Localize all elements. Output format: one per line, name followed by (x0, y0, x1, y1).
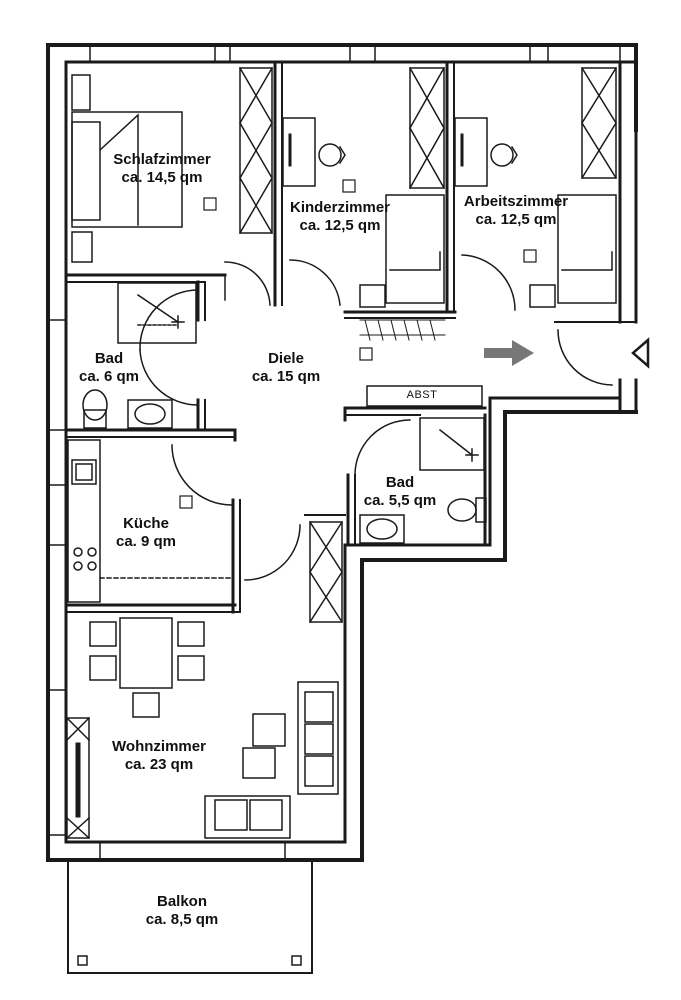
railing (359, 319, 446, 341)
kinderzimmer-furniture (282, 117, 445, 308)
room-name: Arbeitszimmer (463, 193, 569, 210)
room-area: ca. 5,5 qm (363, 492, 437, 509)
room-label-bad-1: Bad ca. 6 qm (79, 350, 139, 386)
wardrobes (65, 66, 618, 840)
room-name: Küche (123, 515, 169, 532)
room-name: Bad (385, 474, 415, 491)
balcony-outline (67, 859, 313, 974)
room-label-kinderzimmer: Kinderzimmer ca. 12,5 qm (290, 199, 390, 235)
room-name: Kinderzimmer (289, 199, 391, 216)
room-name: Schlafzimmer (113, 151, 211, 168)
room-area: ca. 23 qm (124, 756, 194, 773)
sofa (204, 681, 339, 839)
room-label-schlafzimmer: Schlafzimmer ca. 14,5 qm (113, 151, 211, 187)
room-label-kueche: Küche ca. 9 qm (116, 515, 176, 551)
room-name: Diele (268, 350, 304, 367)
room-label-bad-2: Bad ca. 5,5 qm (364, 474, 437, 510)
windows (47, 44, 621, 861)
room-area: ca. 8,5 qm (145, 911, 219, 928)
room-name: Bad (94, 350, 124, 367)
kitchen-counter (67, 439, 231, 603)
dining-table (89, 617, 205, 718)
door-swing-icon (139, 249, 613, 581)
room-area: ca. 15 qm (251, 368, 321, 385)
bad1-fixtures (82, 282, 197, 429)
bad2-fixtures (359, 417, 487, 544)
room-area: ca. 14,5 qm (121, 169, 203, 186)
radiator-icon (179, 179, 537, 509)
room-label-wohnzimmer: Wohnzimmer ca. 23 qm (112, 738, 206, 774)
arbeitszimmer-furniture (454, 117, 617, 308)
abst-label: ABST (406, 389, 438, 401)
room-label-diele: Diele ca. 15 qm (252, 350, 320, 386)
room-label-arbeitszimmer: Arbeitszimmer ca. 12,5 qm (464, 193, 568, 229)
interior-walls (64, 60, 621, 614)
room-name: Balkon (156, 893, 208, 910)
entrance-arrow-icon (484, 340, 534, 366)
abst-storage (366, 385, 483, 407)
room-area: ca. 12,5 qm (475, 211, 557, 228)
outer-walls (46, 43, 638, 862)
room-name: Wohnzimmer (112, 738, 206, 755)
room-area: ca. 12,5 qm (299, 217, 381, 234)
room-label-balkon: Balkon ca. 8,5 qm (146, 893, 219, 929)
room-area: ca. 6 qm (78, 368, 140, 385)
bed-double (71, 74, 183, 263)
entrance-triangle-icon (631, 337, 650, 369)
room-area: ca. 9 qm (115, 533, 177, 550)
